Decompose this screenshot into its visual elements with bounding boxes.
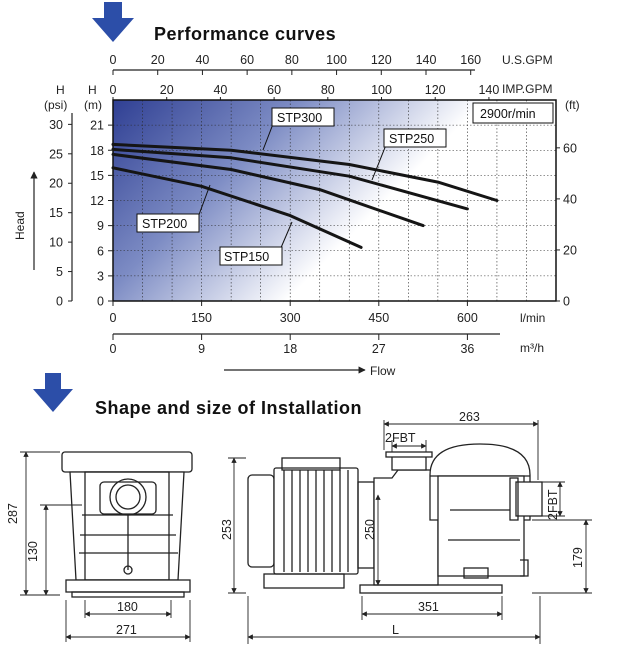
psiTicks-label: 20 xyxy=(49,177,63,191)
mTicks-label: 18 xyxy=(90,144,104,158)
curve-stp250 xyxy=(111,147,469,211)
m-axis-title: H xyxy=(88,83,97,97)
m-axis-unit: (m) xyxy=(84,98,102,112)
psiTicks-label: 10 xyxy=(49,236,63,250)
impTicks-label: 60 xyxy=(267,83,281,97)
lmin-axis: 0 150 300 450 600 l/min xyxy=(110,301,545,325)
curve-labels: STP300 STP250 STP200 STP150 xyxy=(136,107,447,266)
dim-height-130: 130 xyxy=(26,541,40,562)
curve-label-stp300: STP300 xyxy=(277,111,322,125)
psiTicks-label: 5 xyxy=(56,265,63,279)
performance-curves xyxy=(111,142,499,249)
usTicks-label: 80 xyxy=(285,53,299,67)
impTicks-label: 20 xyxy=(160,83,174,97)
m3hTicks-label: 9 xyxy=(198,342,205,356)
psiTicks-label: 15 xyxy=(49,206,63,220)
flow-axis-label: Flow xyxy=(224,364,396,378)
mTicks-label: 12 xyxy=(90,194,104,208)
m3hTicks-label: 18 xyxy=(283,342,297,356)
m3hTicks-label: 36 xyxy=(460,342,474,356)
impTicks-label: 40 xyxy=(213,83,227,97)
performance-title: Performance curves xyxy=(154,24,336,44)
usTicks-label: 160 xyxy=(460,53,481,67)
installation-arrow-icon xyxy=(33,373,73,412)
pump-side-view xyxy=(247,443,543,594)
dim-height-253: 253 xyxy=(220,519,234,540)
front-dimension-lines xyxy=(20,451,191,642)
mTicks-label: 21 xyxy=(90,119,104,133)
m3hTicks-label: 0 xyxy=(110,342,117,356)
dim-length-l: L xyxy=(392,623,399,637)
impTicks-label: 100 xyxy=(371,83,392,97)
dim-height-250: 250 xyxy=(363,519,377,540)
usTicks-label: 60 xyxy=(240,53,254,67)
pump-front-view xyxy=(61,451,193,598)
psiTicks-label: 30 xyxy=(49,118,63,132)
mTicks-label: 6 xyxy=(97,244,104,258)
lminTicks-label: 600 xyxy=(457,311,478,325)
speed-label: 2900r/min xyxy=(480,107,536,121)
installation-title: Shape and size of Installation xyxy=(95,398,362,418)
mTicks-label: 15 xyxy=(90,169,104,183)
side-dimension-lines xyxy=(228,420,592,644)
dim-width-180: 180 xyxy=(117,600,138,614)
ft-axis: (ft) 60 40 20 0 xyxy=(556,98,580,309)
impTicks-label: 0 xyxy=(110,83,117,97)
psi-axis-title: H xyxy=(56,83,65,97)
mTicks-label: 9 xyxy=(97,219,104,233)
us-gpm-label: U.S.GPM xyxy=(502,53,553,67)
psi-axis: H (psi) 30 25 20 15 10 5 0 xyxy=(44,83,73,309)
curve-label-stp150: STP150 xyxy=(224,250,269,264)
us-gpm-axis: 0 20 40 60 80 100 120 140 160 U.S.GPM xyxy=(110,53,553,75)
impTicks-label: 140 xyxy=(478,83,499,97)
lminTicks-label: 450 xyxy=(368,311,389,325)
flow-label: Flow xyxy=(370,364,396,378)
impTicks-label: 120 xyxy=(425,83,446,97)
usTicks-label: 140 xyxy=(416,53,437,67)
dim-height-179: 179 xyxy=(571,547,585,568)
usTicks-label: 100 xyxy=(326,53,347,67)
usTicks-label: 20 xyxy=(151,53,165,67)
dim-width-351: 351 xyxy=(418,600,439,614)
dim-width-271: 271 xyxy=(116,623,137,637)
ftTicks-label: 0 xyxy=(563,295,570,309)
imp-gpm-label: IMP.GPM xyxy=(502,82,552,96)
usTicks-label: 0 xyxy=(110,53,117,67)
m3h-axis: 0 9 18 27 36 m³/h xyxy=(110,333,544,356)
m3hTicks-label: 27 xyxy=(372,342,386,356)
curve-stp150 xyxy=(111,166,363,249)
lminTicks-label: 150 xyxy=(191,311,212,325)
lminTicks-label: 300 xyxy=(280,311,301,325)
usTicks-label: 120 xyxy=(371,53,392,67)
usTicks-label: 40 xyxy=(195,53,209,67)
psiTicks-label: 25 xyxy=(49,147,63,161)
dim-inlet-2fbt: 2FBT xyxy=(385,431,416,445)
dim-height-287: 287 xyxy=(6,503,20,524)
mTicks-label: 0 xyxy=(97,295,104,309)
curve-label-stp200: STP200 xyxy=(142,217,187,231)
speed-box xyxy=(472,102,554,124)
curve-label-stp250: STP250 xyxy=(389,132,434,146)
title-arrow-icon xyxy=(92,2,134,42)
imp-gpm-axis: 0 20 40 60 80 100 120 140 IMP.GPM xyxy=(110,82,552,100)
ftTicks-label: 60 xyxy=(563,141,577,155)
impTicks-label: 80 xyxy=(321,83,335,97)
head-axis-label: Head xyxy=(13,171,38,270)
ftTicks-label: 20 xyxy=(563,243,577,257)
head-label: Head xyxy=(13,211,27,240)
lminTicks-label: 0 xyxy=(110,311,117,325)
curve-stp300 xyxy=(111,142,499,202)
psi-axis-unit: (psi) xyxy=(44,98,67,112)
ftTicks-label: 40 xyxy=(563,192,577,206)
m3h-label: m³/h xyxy=(520,341,544,355)
dim-width-263: 263 xyxy=(459,410,480,424)
mTicks-label: 3 xyxy=(97,269,104,283)
ft-axis-unit: (ft) xyxy=(565,98,580,112)
dim-outlet-2fbt: 2FBT xyxy=(546,489,560,520)
psiTicks-label: 0 xyxy=(56,295,63,309)
curve-stp200 xyxy=(111,152,425,228)
lmin-label: l/min xyxy=(520,311,545,325)
m-axis: H (m) 21 18 15 12 9 6 3 0 xyxy=(84,83,113,309)
